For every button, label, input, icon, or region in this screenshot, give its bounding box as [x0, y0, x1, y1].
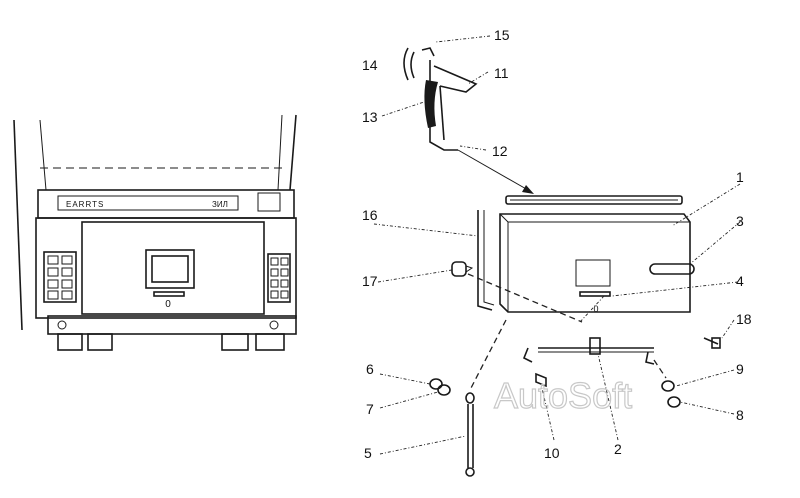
label-part-2: 2 — [614, 441, 622, 457]
center-mark: 0 — [165, 299, 171, 310]
bumper-17 — [451, 261, 474, 277]
label-part-4: 4 — [736, 273, 744, 289]
exploded-glovebox: 0 — [373, 35, 741, 477]
watermark: AutoSoft — [494, 375, 632, 416]
glovebox-lock-overview: 0 — [145, 249, 195, 310]
label-part-13: 13 — [362, 109, 378, 125]
label-part-7: 7 — [366, 401, 374, 417]
label-part-3: 3 — [736, 213, 744, 229]
label-part-8: 8 — [736, 407, 744, 423]
dash-label: EARRTS — [66, 200, 104, 209]
dashboard-overview: EARRTS ЗИЛ — [13, 114, 297, 351]
label-part-14: 14 — [362, 57, 378, 73]
left-switch-panel — [43, 251, 77, 303]
seal-section-detail — [403, 47, 478, 151]
label-part-6: 6 — [366, 361, 374, 377]
label-part-17: 17 — [362, 273, 378, 289]
label-part-12: 12 — [492, 143, 508, 159]
hinge-shaft — [522, 337, 655, 365]
dash-label-right: ЗИЛ — [212, 200, 228, 209]
label-part-16: 16 — [362, 207, 378, 223]
label-part-15: 15 — [494, 27, 510, 43]
label-part-1: 1 — [736, 169, 744, 185]
label-part-11: 11 — [494, 65, 509, 81]
glovebox-body: 0 — [499, 213, 695, 314]
right-switch-panel — [267, 253, 291, 303]
label-part-10: 10 — [544, 445, 560, 461]
strut-5 — [465, 392, 475, 477]
label-part-5: 5 — [364, 445, 372, 461]
part-labels: 15 14 11 13 12 1 16 3 17 4 18 6 9 7 8 5 … — [362, 27, 752, 461]
lock-mark: 0 — [593, 304, 598, 314]
label-part-9: 9 — [736, 361, 744, 377]
label-part-18: 18 — [736, 311, 752, 327]
